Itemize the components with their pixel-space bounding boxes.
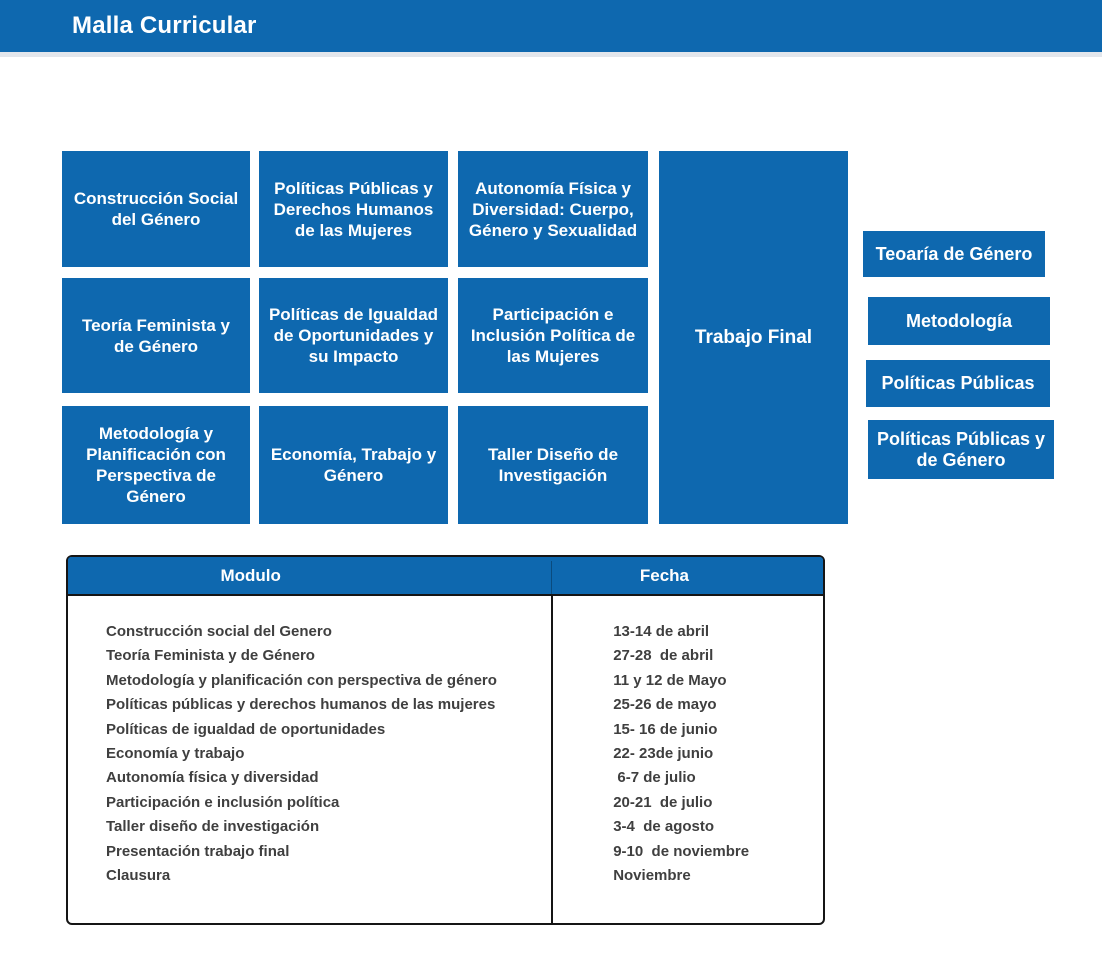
module-box-label: Economía, Trabajo y Género: [270, 445, 437, 485]
module-box-igualdad-oportunidades: Políticas de Igualdad de Oportunidades y…: [259, 278, 448, 393]
module-box-label: Autonomía Física y Diversidad: Cuerpo, G…: [468, 178, 638, 240]
category-box-label: Metodología: [906, 310, 1012, 331]
module-box-label: Metodología y Planificación con Perspect…: [86, 424, 226, 506]
schedule-table-header: Modulo Fecha: [68, 557, 823, 596]
fecha-cell: 27-28 de abril: [613, 647, 714, 665]
module-box-label: Políticas de Igualdad de Oportunidades y…: [268, 305, 439, 366]
modulo-cell: Construcción social del Genero: [106, 623, 332, 640]
module-box-construccion-social: Construcción Social del Género: [62, 151, 250, 267]
table-row: Metodología y planificación con perspect…: [68, 669, 823, 693]
fecha-cell: Noviembre: [613, 866, 691, 884]
category-box-teoria-genero: Teoaría de Género: [863, 231, 1045, 277]
table-row: Teoría Feminista y de Género 27-28 de ab…: [68, 644, 823, 668]
category-box-label: Políticas Públicas: [881, 373, 1035, 393]
table-row: Clausura Noviembre: [68, 864, 823, 888]
modulo-cell: Economía y trabajo: [106, 744, 245, 762]
module-box-metodologia-planificacion: Metodología y Planificación con Perspect…: [62, 406, 250, 524]
module-box-label: Participación e Inclusión Política de la…: [470, 305, 636, 366]
module-box-label: Políticas Públicas y Derechos Humanos de…: [273, 178, 434, 240]
modulo-cell: Participación e inclusión política: [106, 793, 340, 811]
category-box-politicas-publicas-genero: Políticas Públicas y de Género: [868, 420, 1054, 479]
module-box-taller-diseno: Taller Diseño de Investigación: [458, 406, 648, 524]
modulo-cell: Metodología y planificación con perspect…: [106, 671, 497, 689]
table-row: Políticas de igualdad de oportunidades 1…: [68, 718, 823, 742]
title-bar: Malla Curricular: [0, 0, 1102, 57]
module-box-economia-trabajo: Economía, Trabajo y Género: [259, 406, 448, 524]
schedule-table: Modulo Fecha Construcción social del Gen…: [66, 555, 825, 925]
category-box-politicas-publicas: Políticas Públicas: [866, 360, 1050, 407]
module-box-label: Construcción Social del Género: [73, 189, 239, 229]
module-box-autonomia-fisica: Autonomía Física y Diversidad: Cuerpo, G…: [458, 151, 648, 267]
fecha-cell: 15- 16 de junio: [613, 720, 718, 738]
modulo-cell: Autonomía física y diversidad: [106, 769, 319, 787]
fecha-cell: 13-14 de abril: [613, 623, 710, 640]
header-column-divider: [551, 561, 553, 594]
table-row: Presentación trabajo final 9-10 de novie…: [68, 840, 823, 864]
category-box-label: Teoaría de Género: [875, 243, 1033, 264]
modulo-cell: Taller diseño de investigación: [106, 818, 320, 836]
fecha-cell: 6-7 de julio: [613, 769, 696, 787]
modulo-cell: Presentación trabajo final: [106, 842, 290, 860]
column-header-modulo: Modulo: [220, 565, 281, 585]
schedule-table-body: Construcción social del Genero 13-14 de …: [68, 596, 823, 923]
fecha-cell: 9-10 de noviembre: [613, 842, 750, 860]
fecha-cell: 11 y 12 de Mayo: [613, 671, 727, 689]
table-row: Participación e inclusión política 20-21…: [68, 791, 823, 815]
category-box-label: Políticas Públicas y de Género: [876, 428, 1046, 470]
fecha-cell: 22- 23de junio: [613, 744, 714, 762]
table-row: Economía y trabajo 22- 23de junio: [68, 742, 823, 766]
page-title: Malla Curricular: [72, 12, 257, 39]
table-row: Taller diseño de investigación 3-4 de ag…: [68, 815, 823, 839]
module-box-politicas-publicas-ddhh: Políticas Públicas y Derechos Humanos de…: [259, 151, 448, 267]
table-row: Autonomía física y diversidad 6-7 de jul…: [68, 766, 823, 790]
module-box-label: Taller Diseño de Investigación: [487, 445, 619, 485]
modulo-cell: Políticas de igualdad de oportunidades: [106, 720, 386, 738]
table-column-divider: [551, 594, 554, 923]
module-box-trabajo-final: Trabajo Final: [659, 151, 848, 524]
table-row: Construcción social del Genero 13-14 de …: [68, 620, 823, 644]
fecha-cell: 3-4 de agosto: [613, 818, 715, 836]
fecha-cell: 20-21 de julio: [613, 793, 713, 811]
column-header-fecha: Fecha: [639, 565, 690, 585]
modulo-cell: Clausura: [106, 866, 171, 884]
module-box-label: Teoría Feminista y de Género: [81, 315, 230, 356]
modulo-cell: Políticas públicas y derechos humanos de…: [106, 696, 496, 714]
table-row: Políticas públicas y derechos humanos de…: [68, 693, 823, 717]
module-box-label: Trabajo Final: [694, 327, 813, 348]
category-box-metodologia: Metodología: [868, 297, 1050, 345]
module-box-teoria-feminista: Teoría Feminista y de Género: [62, 278, 250, 393]
module-box-participacion-inclusion: Participación e Inclusión Política de la…: [458, 278, 648, 393]
fecha-cell: 25-26 de mayo: [613, 696, 717, 714]
modulo-cell: Teoría Feminista y de Género: [106, 647, 315, 665]
